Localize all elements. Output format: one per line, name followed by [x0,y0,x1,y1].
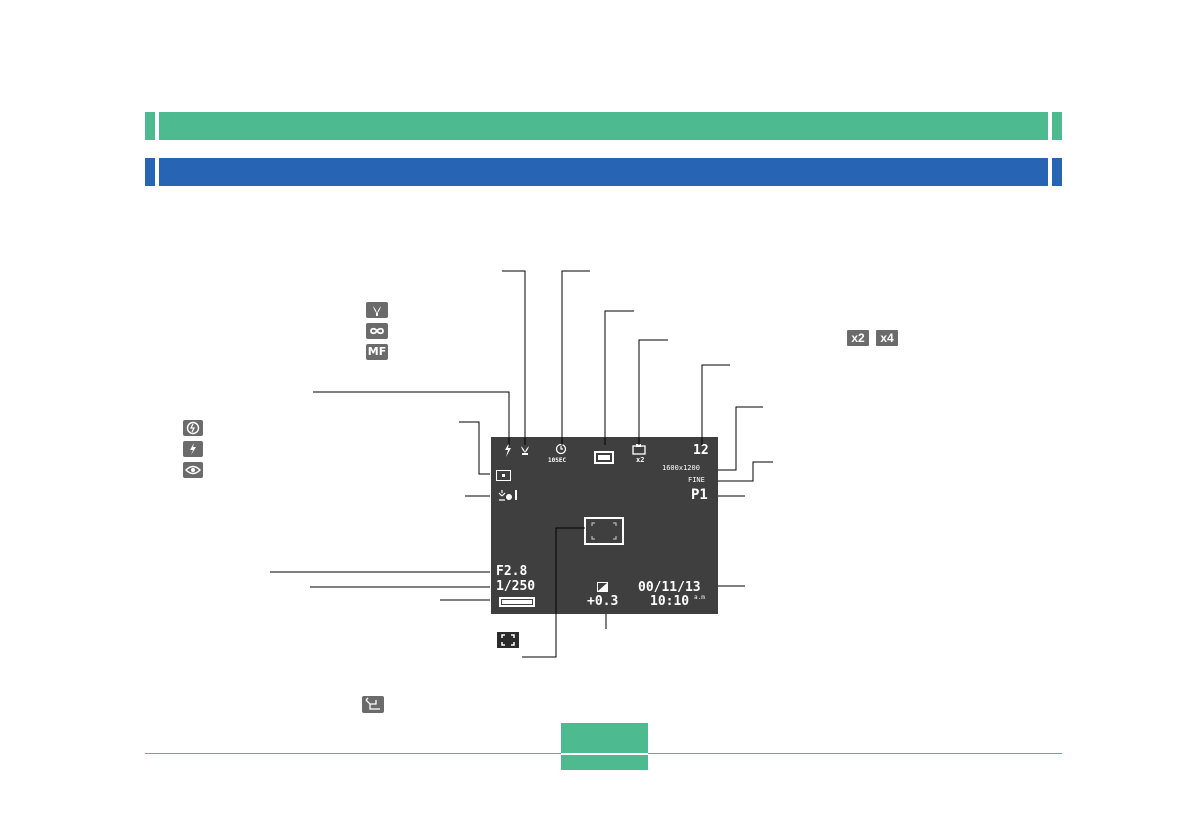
lcd-self-timer-label: 10SEC [548,457,567,464]
infinity-icon [366,323,388,339]
header-blue-band-right-cap [1052,158,1062,186]
header-blue-band-left-cap [145,158,155,186]
header-blue-band [145,158,1062,186]
macro-icon [366,302,388,318]
red-eye-icon [183,462,203,478]
lcd-autofocus-frame [584,517,624,545]
lcd-single-shot-icon [594,451,614,464]
lcd-resolution: 1600x1200 [662,464,700,472]
zoom-x2-badge: x2 [847,330,869,346]
header-blue-band-bar [159,158,1048,186]
lcd-program-mode: P1 [691,487,708,503]
footer-page-tab-gap [561,753,648,755]
lcd-zoom-indicator: x2 [636,456,645,464]
lcd-remaining-shots: 12 [693,443,709,458]
focus-frame-icon [497,632,519,648]
lcd-time: 10:10 [650,594,690,609]
lcd-time-suffix: a.m [694,594,705,601]
zoom-x4-badge: x4 [876,330,898,346]
footer-page-tab [561,723,648,770]
lcd-aperture: F2.8 [496,564,528,579]
flash-off-icon [183,420,203,436]
lcd-ev-icon [597,582,608,592]
header-green-band-right-cap [1052,112,1062,140]
lcd-quality: FINE [688,476,705,484]
lcd-metering-icon [496,470,511,481]
lcd-digital-zoom-icon [632,444,646,455]
manual-focus-icon: MF [366,344,388,360]
header-green-band-bar [159,112,1048,140]
header-green-band [145,112,1062,140]
flash-icon [183,441,203,457]
lcd-self-timer-icon [555,443,567,455]
panorama-icon [362,696,384,713]
lcd-macro-icon [521,446,529,455]
lcd-shutter-speed: 1/250 [496,579,536,594]
lcd-battery-indicator [499,597,535,607]
header-green-band-left-cap [145,112,155,140]
lcd-ev-shift: +0.3 [587,594,619,609]
lcd-monitor-screen: 10SEC x2 12 1600x1200 FINE P1 F2.8 1/250… [491,437,718,614]
lcd-date: 00/11/13 [638,580,701,595]
lcd-flash-icon [505,443,511,457]
lcd-white-balance-icon [498,490,517,501]
